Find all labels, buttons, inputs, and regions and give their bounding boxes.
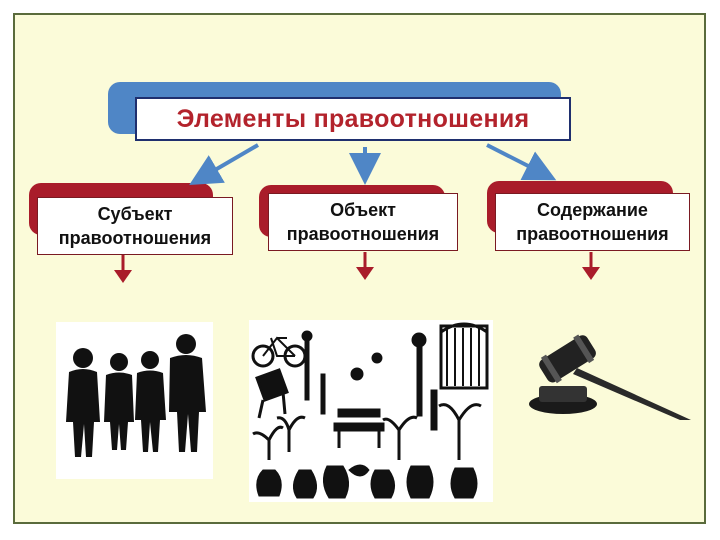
slide: Элементы правоотношения Субъект правоотн…	[13, 13, 706, 524]
title-text: Элементы правоотношения	[176, 104, 530, 133]
arrow-object-red	[356, 252, 374, 280]
subject-card: Субъект правоотношения	[37, 197, 233, 255]
arrow-content-red	[582, 252, 600, 280]
arrows-layer	[114, 143, 600, 283]
arrow-right-blue	[486, 143, 557, 181]
objects-silhouettes-icon	[251, 322, 489, 499]
people-silhouettes-icon	[66, 334, 206, 457]
gavel-image	[525, 328, 695, 423]
objects-silhouettes-image	[249, 320, 493, 502]
object-card-label: Объект правоотношения	[286, 200, 440, 244]
gavel-icon	[529, 334, 691, 423]
people-silhouettes-image	[56, 322, 213, 479]
arrow-subject-red	[114, 255, 132, 283]
content-card: Содержание правоотношения	[495, 193, 690, 251]
object-card: Объект правоотношения	[268, 193, 458, 251]
subject-card-label: Субъект правоотношения	[58, 204, 212, 248]
content-card-label: Содержание правоотношения	[516, 200, 669, 244]
arrow-left-blue	[189, 143, 260, 186]
title-box: Элементы правоотношения	[135, 97, 571, 141]
